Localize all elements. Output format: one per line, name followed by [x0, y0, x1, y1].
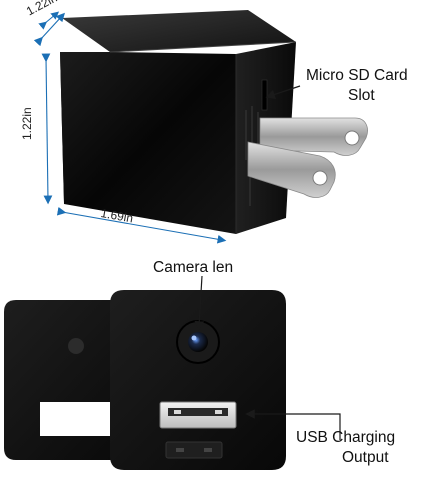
prong-upper-hole	[344, 130, 360, 146]
right-panel-body	[110, 290, 286, 470]
prong-lower	[247, 141, 336, 198]
cube-top-face	[62, 10, 296, 52]
sd-slot-label-line2: Slot	[348, 87, 375, 104]
indicator-dot	[68, 338, 84, 354]
prong-upper	[259, 117, 368, 156]
usb-label-line1: USB Charging	[296, 429, 396, 446]
cube-front-main	[60, 52, 236, 234]
lens-highlight	[191, 335, 197, 341]
sd-card-slot	[261, 79, 268, 111]
label-white-block	[40, 402, 114, 436]
plug-prongs	[247, 117, 368, 198]
camera-callout-arrow	[194, 275, 205, 331]
camera-label: Camera len	[153, 259, 234, 276]
usb-callout-line	[245, 409, 341, 440]
dim-arrow-height	[41, 53, 53, 205]
dim-arrow-width	[38, 11, 60, 30]
sd-slot-label-line1: Micro SD Card	[306, 67, 408, 84]
charger-cube	[60, 10, 297, 234]
prong-lower-hole	[312, 170, 328, 186]
sd-callout-arrow	[265, 85, 301, 100]
camera-lens	[188, 332, 208, 352]
dim-label-height: 1.22in	[20, 107, 34, 140]
front-view-right	[110, 290, 286, 470]
usb-label-line2: Output	[342, 449, 389, 466]
port-below	[165, 441, 223, 459]
dim-arrow-length	[56, 206, 227, 244]
